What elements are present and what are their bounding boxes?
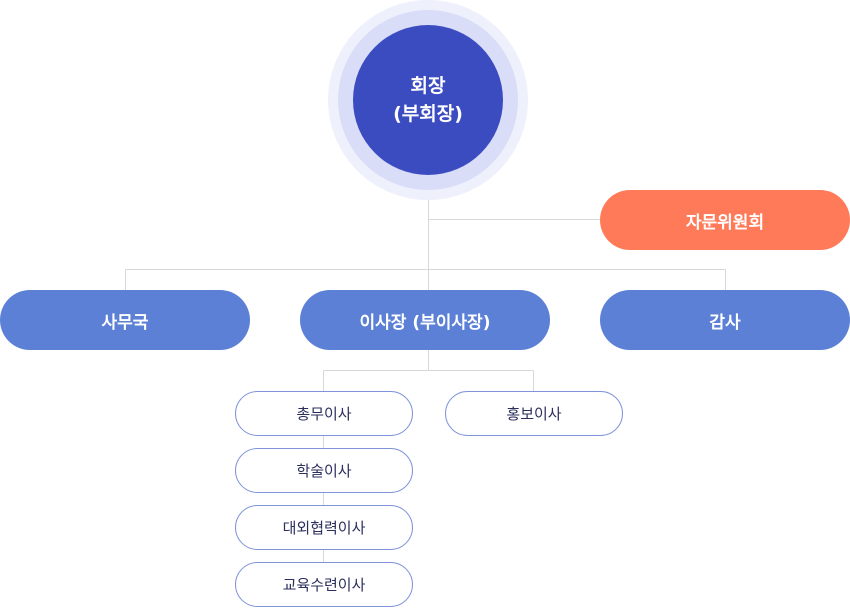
- chair-node: 회장 (부회장): [353, 25, 503, 175]
- director-label: 이사장 (부이사장): [359, 312, 491, 333]
- general-director-label: 총무이사: [296, 405, 352, 423]
- audit-label: 감사: [709, 312, 741, 333]
- director-node: 이사장 (부이사장): [300, 290, 550, 350]
- secretariat-node: 사무국: [0, 290, 250, 350]
- external-affairs-director-label: 대외협력이사: [282, 519, 366, 537]
- general-director-node: 총무이사: [235, 391, 413, 436]
- academic-director-label: 학술이사: [296, 462, 352, 480]
- advisory-committee-label: 자문위원회: [685, 212, 765, 233]
- education-director-label: 교육수련이사: [282, 576, 366, 594]
- pr-director-label: 홍보이사: [506, 405, 562, 423]
- chair-subtitle: (부회장): [393, 103, 463, 125]
- education-director-node: 교육수련이사: [235, 562, 413, 607]
- pr-director-node: 홍보이사: [445, 391, 623, 436]
- audit-node: 감사: [600, 290, 850, 350]
- secretariat-label: 사무국: [101, 312, 149, 333]
- advisory-committee-node: 자문위원회: [600, 190, 850, 250]
- external-affairs-director-node: 대외협력이사: [235, 505, 413, 550]
- academic-director-node: 학술이사: [235, 448, 413, 493]
- chair-title: 회장: [410, 75, 446, 97]
